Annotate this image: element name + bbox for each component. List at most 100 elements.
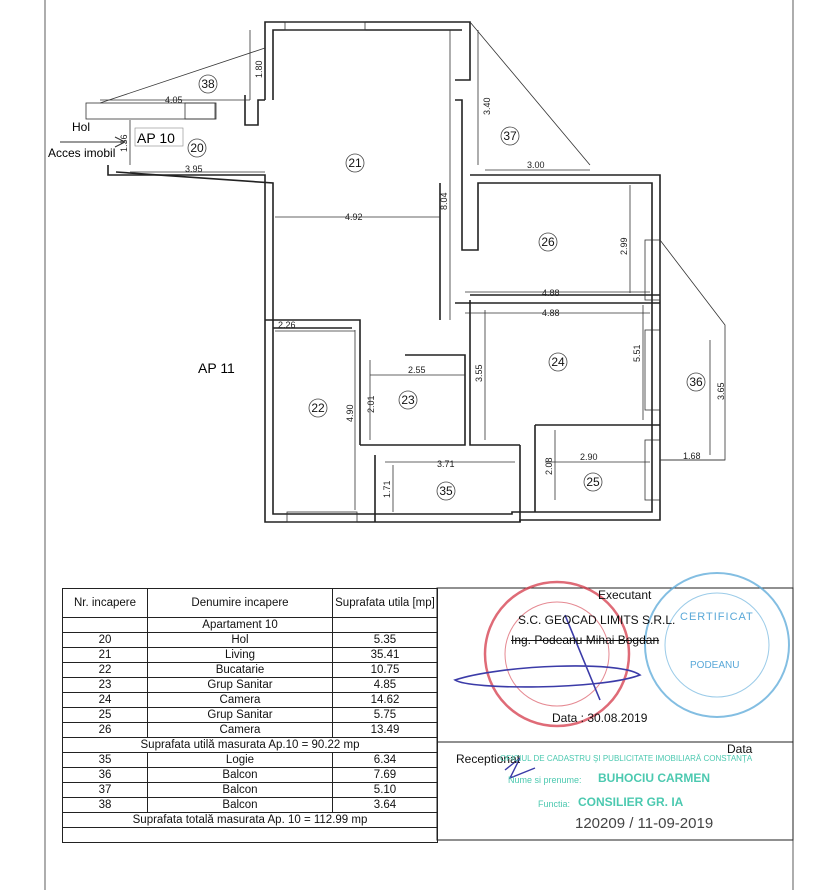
room-number-cell: 38 — [62, 797, 148, 813]
access-label: Acces imobil — [48, 146, 115, 160]
executant-company: S.C. GEOCAD LIMITS S.R.L. — [518, 613, 676, 627]
room-name-cell: Logie — [147, 752, 333, 768]
room-area-cell: 7.69 — [332, 767, 438, 783]
dim-label: 3.65 — [716, 382, 726, 400]
subtotal-row: Suprafata utilă masurata Ap.10 = 90.22 m… — [62, 737, 438, 753]
room-markers: 38 20 21 22 23 24 25 26 35 36 37 — [187, 74, 706, 501]
dim-label: 1.68 — [683, 451, 701, 461]
room-name-cell: Bucatarie — [147, 662, 333, 678]
group-title: Apartament 10 — [147, 617, 333, 633]
room-number-cell: 35 — [62, 752, 148, 768]
svg-text:PODEANU: PODEANU — [690, 660, 739, 671]
signature-reception — [504, 757, 536, 780]
room-name-cell: Living — [147, 647, 333, 663]
room-number-cell: 36 — [62, 767, 148, 783]
dim-label: 1.80 — [254, 60, 264, 78]
room-name-cell: Balcon — [147, 797, 333, 813]
dim-label: 5.51 — [632, 344, 642, 362]
dim-label: 3.00 — [527, 160, 545, 170]
dim-label: 1.36 — [119, 134, 129, 152]
dimension-lines — [100, 30, 725, 512]
apartment-label: AP 10 — [137, 130, 175, 146]
dimension-labels: 4.05 1.80 1.36 3.95 3.40 3.00 4.92 8.04 … — [119, 60, 726, 498]
room-name-cell: Hol — [147, 632, 333, 648]
blue-stamp — [644, 572, 790, 718]
dim-label: 4.88 — [542, 308, 560, 318]
reception-data-label: Data — [727, 742, 753, 756]
room-number: 35 — [439, 484, 453, 498]
executant-title: Executant — [598, 588, 652, 602]
table-header: Nr. incapere Denumire incapere Suprafata… — [62, 588, 438, 618]
neighbor-apartment-label: AP 11 — [198, 360, 235, 376]
red-stamp — [483, 580, 631, 728]
room-area-cell: 14.62 — [332, 692, 438, 708]
svg-text:CERTIFICAT: CERTIFICAT — [680, 611, 754, 623]
room-area-cell: 3.64 — [332, 797, 438, 813]
room-number-cell: 26 — [62, 722, 148, 738]
total-row: Suprafata totală masurata Ap. 10 = 112.9… — [62, 812, 438, 828]
room-area-cell: 4.85 — [332, 677, 438, 693]
reception-function-label: Functia: — [538, 799, 571, 809]
executant-engineer: Ing. Podeanu Mihai Bogdan — [511, 633, 660, 647]
room-number: 36 — [689, 375, 703, 389]
reception-office: OFICIUL DE CADASTRU ŞI PUBLICITATE IMOBI… — [500, 754, 753, 763]
dim-label: 4.05 — [165, 95, 183, 105]
room-name-cell: Camera — [147, 692, 333, 708]
reception-function: CONSILIER GR. IA — [578, 795, 684, 809]
rooms-table: Nr. incapere Denumire incapere Suprafata… — [62, 588, 438, 843]
dim-label: 2.26 — [278, 320, 296, 330]
room-number-cell: 37 — [62, 782, 148, 798]
room-number-cell: 24 — [62, 692, 148, 708]
room-number: 21 — [348, 156, 362, 170]
dim-label: 2.99 — [619, 237, 629, 255]
room-area-cell: 35.41 — [332, 647, 438, 663]
executant-date: Data : 30.08.2019 — [552, 711, 648, 725]
room-number-cell: 21 — [62, 647, 148, 663]
dim-label: 4.92 — [345, 212, 363, 222]
room-number: 38 — [201, 77, 215, 91]
dim-label: 2.90 — [580, 452, 598, 462]
room-number: 24 — [551, 355, 565, 369]
room-area-cell: 10.75 — [332, 662, 438, 678]
room-number-cell: 25 — [62, 707, 148, 723]
room-number: 37 — [503, 129, 517, 143]
dim-label: 8.04 — [439, 192, 449, 210]
dim-label: 2.55 — [408, 365, 426, 375]
room-number: 25 — [586, 475, 600, 489]
room-number: 22 — [311, 401, 325, 415]
dim-label: 3.55 — [474, 364, 484, 382]
access-arrow-head-icon — [114, 136, 127, 148]
room-number-cell: 23 — [62, 677, 148, 693]
room-area-cell: 6.34 — [332, 752, 438, 768]
header-area: Suprafata utila [mp] — [332, 588, 438, 618]
dim-label: 2.01 — [366, 395, 376, 413]
room-name-cell: Grup Sanitar — [147, 677, 333, 693]
signature — [453, 614, 642, 701]
room-name-cell: Balcon — [147, 767, 333, 783]
dim-label: 3.40 — [482, 97, 492, 115]
reception-title: Receptionat — [456, 752, 521, 766]
room-name-cell: Camera — [147, 722, 333, 738]
room-area-cell: 13.49 — [332, 722, 438, 738]
header-nr: Nr. incapere — [62, 588, 148, 618]
room-number-cell: 20 — [62, 632, 148, 648]
dim-label: 4.90 — [345, 404, 355, 422]
room-number: 20 — [190, 141, 204, 155]
header-name: Denumire incapere — [147, 588, 333, 618]
dim-label: 3.71 — [437, 459, 455, 469]
room-area-cell: 5.75 — [332, 707, 438, 723]
room-name-cell: Balcon — [147, 782, 333, 798]
dim-label: 1.71 — [382, 480, 392, 498]
dim-label: 2.08 — [544, 457, 554, 475]
